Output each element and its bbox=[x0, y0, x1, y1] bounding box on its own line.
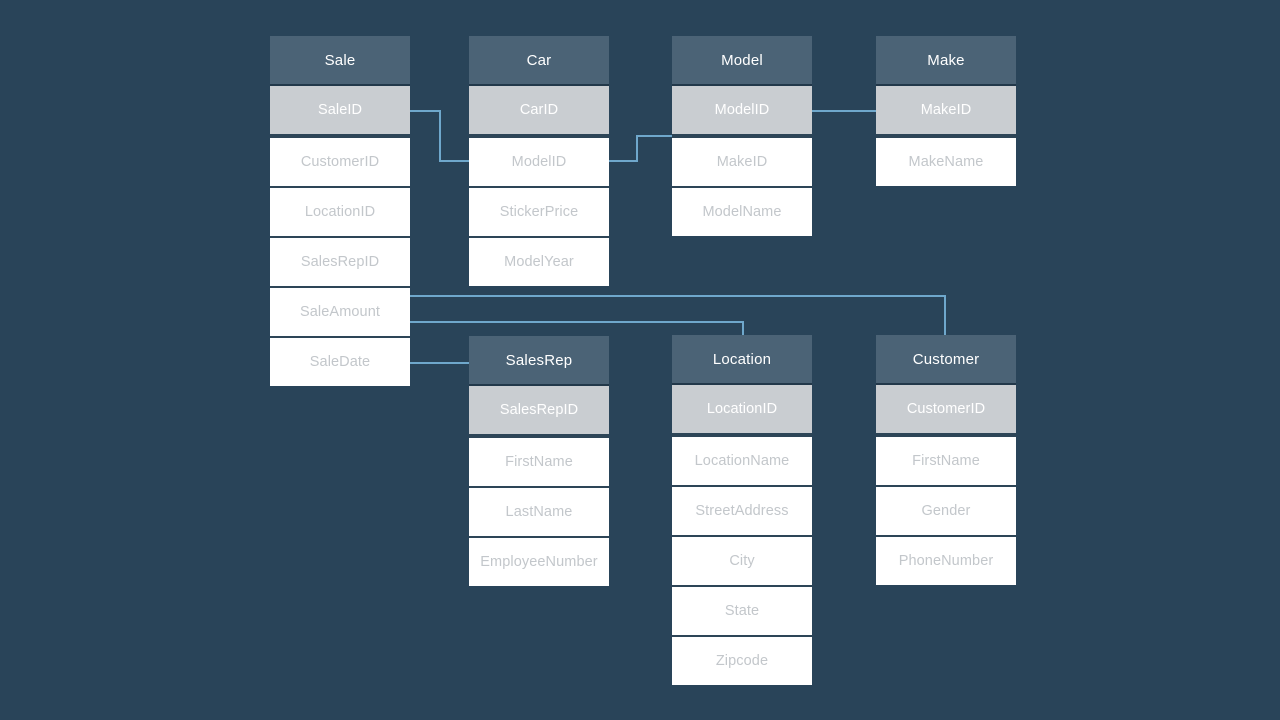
attribute-row[interactable]: FirstName bbox=[469, 436, 609, 486]
attribute-row[interactable]: ModelName bbox=[672, 186, 812, 236]
primary-key-row[interactable]: LocationID bbox=[672, 385, 812, 435]
entity-title-salesrep: SalesRep bbox=[469, 336, 609, 386]
primary-key-row[interactable]: MakeID bbox=[876, 86, 1016, 136]
attribute-row[interactable]: City bbox=[672, 535, 812, 585]
relationship-line-model-to-car bbox=[609, 135, 672, 162]
relationship-line-location-to-sale bbox=[410, 321, 744, 336]
primary-key-row[interactable]: SalesRepID bbox=[469, 386, 609, 436]
attribute-row[interactable]: CustomerID bbox=[270, 136, 410, 186]
primary-key-row[interactable]: ModelID bbox=[672, 86, 812, 136]
attribute-row[interactable]: FirstName bbox=[876, 435, 1016, 485]
attribute-row[interactable]: SaleDate bbox=[270, 336, 410, 386]
primary-key-row[interactable]: SaleID bbox=[270, 86, 410, 136]
attribute-row[interactable]: ModelYear bbox=[469, 236, 609, 286]
attribute-row[interactable]: Gender bbox=[876, 485, 1016, 535]
attribute-row[interactable]: SaleAmount bbox=[270, 286, 410, 336]
attribute-row[interactable]: ModelID bbox=[469, 136, 609, 186]
attribute-row[interactable]: MakeID bbox=[672, 136, 812, 186]
relationship-line-customer-to-sale bbox=[410, 295, 946, 336]
entity-title-model: Model bbox=[672, 36, 812, 86]
attribute-row[interactable]: PhoneNumber bbox=[876, 535, 1016, 585]
attribute-row[interactable]: Zipcode bbox=[672, 635, 812, 685]
entity-title-customer: Customer bbox=[876, 335, 1016, 385]
attribute-row[interactable]: LocationID bbox=[270, 186, 410, 236]
attribute-row[interactable]: EmployeeNumber bbox=[469, 536, 609, 586]
entity-title-location: Location bbox=[672, 335, 812, 385]
entity-title-sale: Sale bbox=[270, 36, 410, 86]
entity-title-car: Car bbox=[469, 36, 609, 86]
attribute-row[interactable]: LastName bbox=[469, 486, 609, 536]
relationship-line-car-to-sale bbox=[404, 110, 469, 162]
attribute-row[interactable]: SalesRepID bbox=[270, 236, 410, 286]
primary-key-row[interactable]: CustomerID bbox=[876, 385, 1016, 435]
primary-key-row[interactable]: CarID bbox=[469, 86, 609, 136]
attribute-row[interactable]: LocationName bbox=[672, 435, 812, 485]
attribute-row[interactable]: MakeName bbox=[876, 136, 1016, 186]
attribute-row[interactable]: State bbox=[672, 585, 812, 635]
attribute-row[interactable]: StreetAddress bbox=[672, 485, 812, 535]
entity-title-make: Make bbox=[876, 36, 1016, 86]
attribute-row[interactable]: StickerPrice bbox=[469, 186, 609, 236]
